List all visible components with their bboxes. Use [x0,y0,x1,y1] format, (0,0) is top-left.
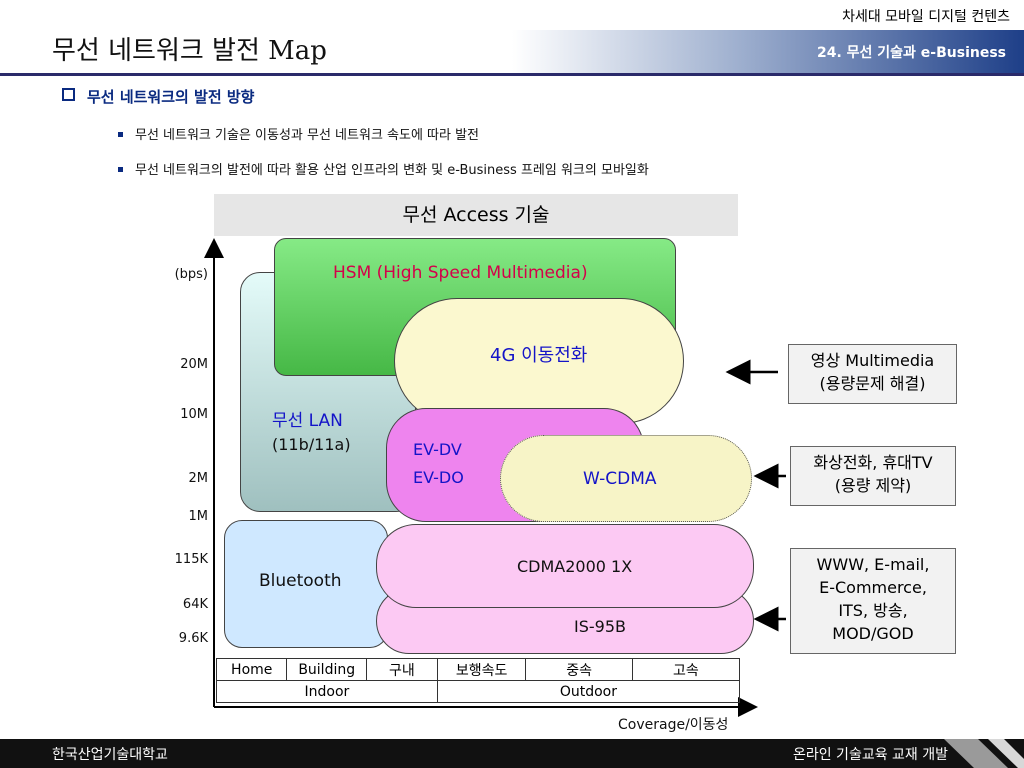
y-tick-label: 2M [188,471,209,486]
coverage-group-outdoor: Outdoor [436,680,741,703]
coverage-table: Home Building 구내 보행속도 중속 고속 Indoor Outdo… [215,658,741,703]
series-title: 차세대 모바일 디지털 컨텐츠 [842,9,1010,25]
bluetooth-label: Bluetooth [259,571,342,591]
ev-dv-label: EV-DV [413,440,462,459]
bullet-text: 무선 네트워크 기술은 이동성과 무선 네트워크 속도에 따라 발전 [135,128,480,143]
cdma2000-label: CDMA2000 1X [517,557,633,576]
page-title: 무선 네트워크 발전 Map [52,36,327,66]
y-tick-label: 115K [174,552,208,567]
y-unit-label: (bps) [174,267,208,282]
coverage-cell: 고속 [631,658,741,681]
callout-text: (용량 제약) [834,476,912,495]
callout-text: MOD/GOD [832,624,914,643]
header-banner [0,30,1024,76]
callout-text: ITS, 방송, [838,601,908,620]
bullet-item: 무선 네트워크 기술은 이동성과 무선 네트워크 속도에 따라 발전 [118,124,479,143]
coverage-cell: 보행속도 [436,658,527,681]
y-tick-label: 20M [180,357,208,372]
callout-text: WWW, E-mail, [816,555,930,574]
ev-do-label: EV-DO [413,468,464,487]
chapter-title: 24. 무선 기술과 e-Business [816,45,1006,61]
bullet-item: 무선 네트워크의 발전에 따라 활용 산업 인프라의 변화 및 e-Busine… [118,159,649,178]
coverage-cell: Building [286,658,367,681]
wcdma-region [500,435,752,522]
callout-text: E-Commerce, [819,578,927,597]
callout-multimedia: 영상 Multimedia (용량문제 해결) [788,344,957,404]
square-bullet-icon [118,132,123,137]
callout-text: 화상전화, 휴대TV [813,453,933,472]
callout-text: (용량문제 해결) [819,374,926,393]
coverage-cell: 구내 [366,658,438,681]
coverage-group-indoor: Indoor [216,680,438,703]
footer-university: 한국산업기술대학교 [52,747,168,763]
section-heading-text: 무선 네트워크의 발전 방향 [87,88,255,106]
y-tick-label: 1M [188,509,209,524]
cdma2000-region [376,524,754,608]
callout-www: WWW, E-mail, E-Commerce, ITS, 방송, MOD/GO… [790,548,956,654]
footer-corner-decoration [944,739,1024,768]
hsm-label: HSM (High Speed Multimedia) [333,263,588,283]
callout-video: 화상전화, 휴대TV (용량 제약) [790,446,956,506]
wlan-label-line1: 무선 LAN [272,411,343,431]
x-axis-label: Coverage/이동성 [618,717,729,733]
square-bullet-icon [118,167,123,172]
footer-project: 온라인 기술교육 교재 개발 [792,747,948,763]
coverage-cell: 중속 [525,658,633,681]
section-heading: 무선 네트워크의 발전 방향 [62,86,254,107]
diagram-header: 무선 Access 기술 [214,194,738,236]
is95b-label: IS-95B [574,617,626,636]
4g-label: 4G 이동전화 [490,345,588,366]
checkbox-bullet-icon [62,88,75,101]
bluetooth-region [224,520,388,648]
y-tick-label: 64K [182,597,208,612]
y-tick-label: 9.6K [178,631,208,646]
y-tick-label: 10M [180,407,208,422]
footer-bar [0,739,1024,768]
callout-text: 영상 Multimedia [810,351,935,370]
coverage-cell: Home [215,658,288,681]
wcdma-label: W-CDMA [583,469,657,489]
wlan-label-line2: (11b/11a) [272,435,351,454]
bullet-text: 무선 네트워크의 발전에 따라 활용 산업 인프라의 변화 및 e-Busine… [135,163,649,178]
